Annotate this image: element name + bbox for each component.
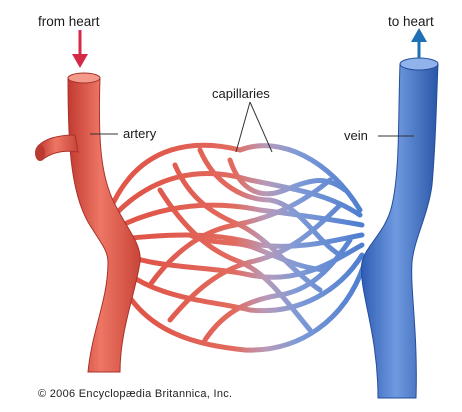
- vein-vessel: [361, 58, 438, 398]
- artery-label: artery: [123, 126, 156, 142]
- copyright-notice: © 2006 Encyclopædia Britannica, Inc.: [38, 388, 232, 400]
- capillary-network: [110, 145, 364, 350]
- arrow-out-of-vein-icon: [411, 28, 427, 58]
- vein-label: vein: [344, 128, 368, 144]
- to-heart-label: to heart: [388, 14, 434, 30]
- artery-vessel: [35, 73, 140, 372]
- arrow-into-artery-icon: [72, 30, 88, 68]
- capillaries-label: capillaries: [212, 86, 270, 102]
- from-heart-label: from heart: [38, 14, 100, 30]
